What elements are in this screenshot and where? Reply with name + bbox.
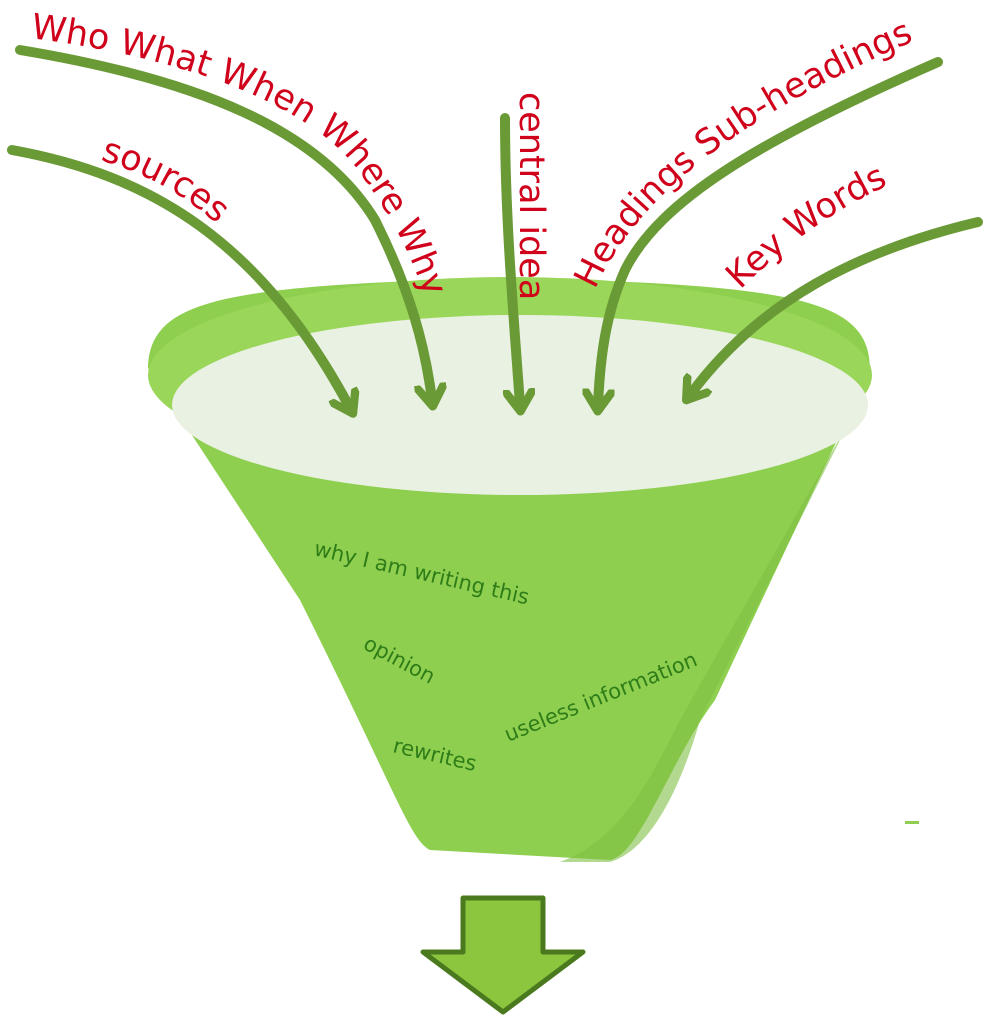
label-central-idea: central idea bbox=[511, 92, 551, 300]
input-arrows bbox=[7, 45, 983, 408]
arrow-central-idea bbox=[500, 113, 520, 405]
down-arrow-icon bbox=[420, 895, 586, 1015]
arrow-who-what bbox=[15, 45, 432, 400]
arrow-headings bbox=[598, 57, 943, 405]
label-key-words: Key Words bbox=[718, 157, 892, 296]
arrow-key-words bbox=[690, 217, 983, 395]
input-labels: Who What When Where Why sources central … bbox=[29, 7, 918, 300]
dash-mark bbox=[905, 821, 919, 824]
arrow-sources bbox=[7, 145, 350, 408]
